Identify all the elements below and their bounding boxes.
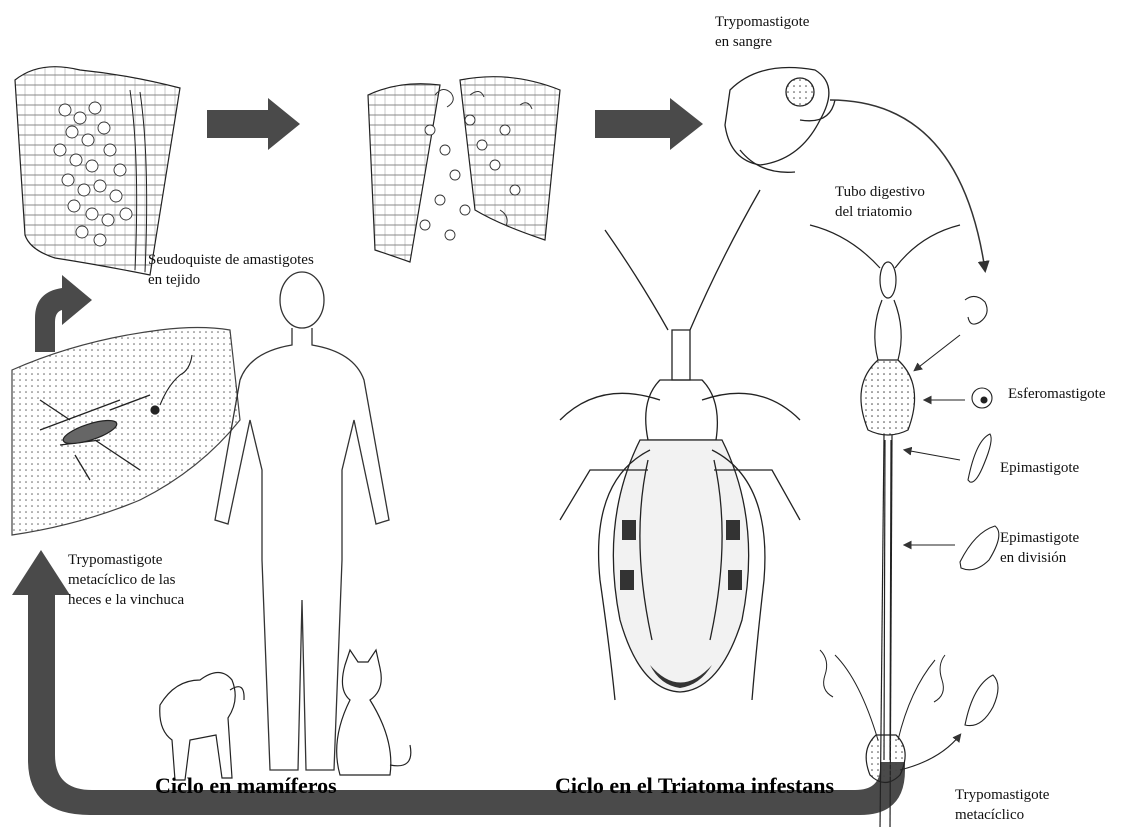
label-seudo-1: Seudoquiste de amastigotes [148, 250, 314, 270]
skin-with-bug [12, 328, 240, 536]
tissue-pseudocyst [15, 67, 180, 275]
label-esferomastigote: Esferomastigote [1008, 384, 1105, 404]
label-seudo-2: en tejido [148, 270, 200, 290]
cat-drawing [337, 650, 411, 775]
trypomastigote-blood [725, 68, 835, 173]
title-ciclo-mamiferos: Ciclo en mamíferos [155, 773, 337, 799]
arrow-tissue-1 [207, 98, 300, 150]
title-ciclo-triatoma: Ciclo en el Triatoma infestans [555, 773, 834, 799]
rectal-ampulla [820, 650, 945, 783]
label-epi-division-2: en división [1000, 548, 1066, 568]
arrow-tissue-2 [595, 98, 703, 150]
label-trypo-meta-1: Trypomastigote [68, 550, 162, 570]
label-tubo-2: del triatomio [835, 202, 912, 222]
label-trypo-meta-3: heces e la vinchuca [68, 590, 184, 610]
triatoma-insect [560, 190, 800, 700]
label-trypo-blood-2: en sangre [715, 32, 772, 52]
tissue-release [368, 77, 560, 262]
label-trypo-blood-1: Trypomastigote [715, 12, 809, 32]
label-trypo-metaciclico-2: metacíclico [955, 805, 1024, 825]
label-trypo-metaciclico-1: Trypomastigote [955, 785, 1049, 805]
parasite-forms [900, 296, 999, 770]
human-outline [215, 272, 389, 770]
label-trypo-meta-2: metacíclico de las [68, 570, 175, 590]
label-epi-division-1: Epimastigote [1000, 528, 1079, 548]
label-epimastigote: Epimastigote [1000, 458, 1079, 478]
dog-drawing [160, 673, 244, 781]
curved-arrow-up [35, 275, 92, 352]
label-tubo-1: Tubo digestivo [835, 182, 925, 202]
